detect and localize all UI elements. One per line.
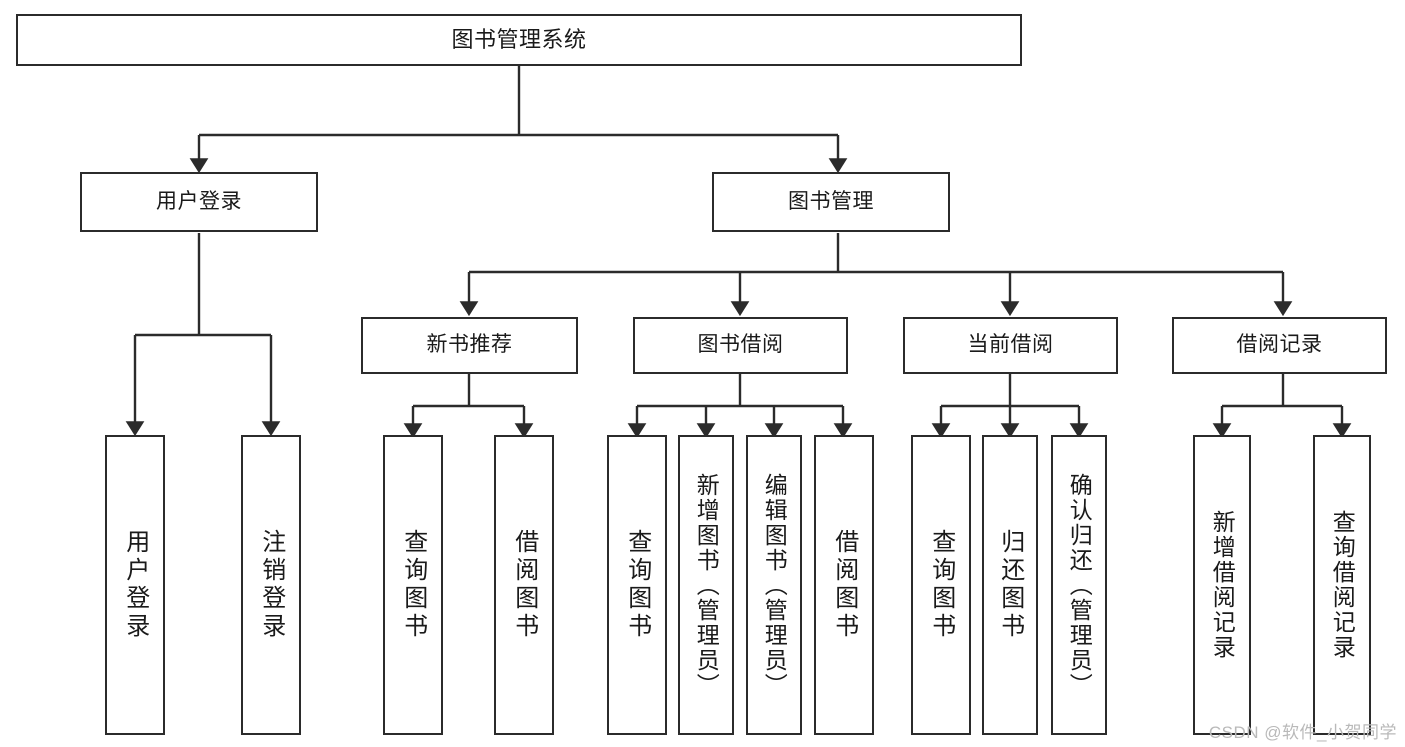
node-label: 新书推荐 bbox=[426, 333, 513, 357]
node-book-borrow[interactable]: 图书借阅 bbox=[633, 317, 848, 374]
node-label: 用户登录 bbox=[156, 189, 242, 213]
node-leaf-query-book-borrow[interactable]: 查询图书 bbox=[607, 435, 667, 735]
node-leaf-query-book-recommend[interactable]: 查询图书 bbox=[383, 435, 443, 735]
node-borrow-record[interactable]: 借阅记录 bbox=[1172, 317, 1387, 374]
node-label: 当前借阅 bbox=[967, 333, 1054, 357]
node-leaf-borrow-book-recommend[interactable]: 借阅图书 bbox=[494, 435, 554, 735]
node-label: 查询图书 bbox=[927, 529, 955, 641]
node-user-login[interactable]: 用户登录 bbox=[80, 172, 318, 232]
node-label: 借阅记录 bbox=[1236, 333, 1323, 357]
node-leaf-borrow-book[interactable]: 借阅图书 bbox=[814, 435, 874, 735]
node-leaf-query-book-current[interactable]: 查询图书 bbox=[911, 435, 971, 735]
node-label: 借阅图书 bbox=[830, 529, 858, 641]
node-leaf-add-borrow-record[interactable]: 新增借阅记录 bbox=[1193, 435, 1251, 735]
node-leaf-confirm-return-admin[interactable]: 确认归还（管理员） bbox=[1051, 435, 1107, 735]
node-root-book-management-system[interactable]: 图书管理系统 bbox=[16, 14, 1022, 66]
node-label: 图书管理系统 bbox=[451, 26, 587, 52]
node-leaf-return-book[interactable]: 归还图书 bbox=[982, 435, 1038, 735]
node-leaf-user-login[interactable]: 用户登录 bbox=[105, 435, 165, 735]
node-label: 归还图书 bbox=[996, 529, 1024, 641]
node-leaf-add-book-admin[interactable]: 新增图书（管理员） bbox=[678, 435, 734, 735]
node-label: 查询图书 bbox=[399, 529, 427, 641]
node-label: 用户登录 bbox=[121, 529, 149, 641]
node-label: 查询借阅记录 bbox=[1329, 510, 1356, 660]
node-new-book-recommend[interactable]: 新书推荐 bbox=[361, 317, 578, 374]
node-leaf-query-borrow-record[interactable]: 查询借阅记录 bbox=[1313, 435, 1371, 735]
node-label: 图书借阅 bbox=[697, 333, 784, 357]
node-label: 确认归还（管理员） bbox=[1066, 472, 1093, 698]
node-leaf-logout[interactable]: 注销登录 bbox=[241, 435, 301, 735]
node-label: 图书管理 bbox=[788, 189, 874, 213]
node-leaf-edit-book-admin[interactable]: 编辑图书（管理员） bbox=[746, 435, 802, 735]
node-label: 新增图书（管理员） bbox=[693, 472, 720, 698]
node-current-borrow[interactable]: 当前借阅 bbox=[903, 317, 1118, 374]
node-label: 借阅图书 bbox=[510, 529, 538, 641]
node-label: 新增借阅记录 bbox=[1209, 510, 1236, 660]
node-label: 编辑图书（管理员） bbox=[761, 472, 788, 698]
node-label: 注销登录 bbox=[257, 529, 285, 641]
node-book-management[interactable]: 图书管理 bbox=[712, 172, 950, 232]
node-label: 查询图书 bbox=[623, 529, 651, 641]
